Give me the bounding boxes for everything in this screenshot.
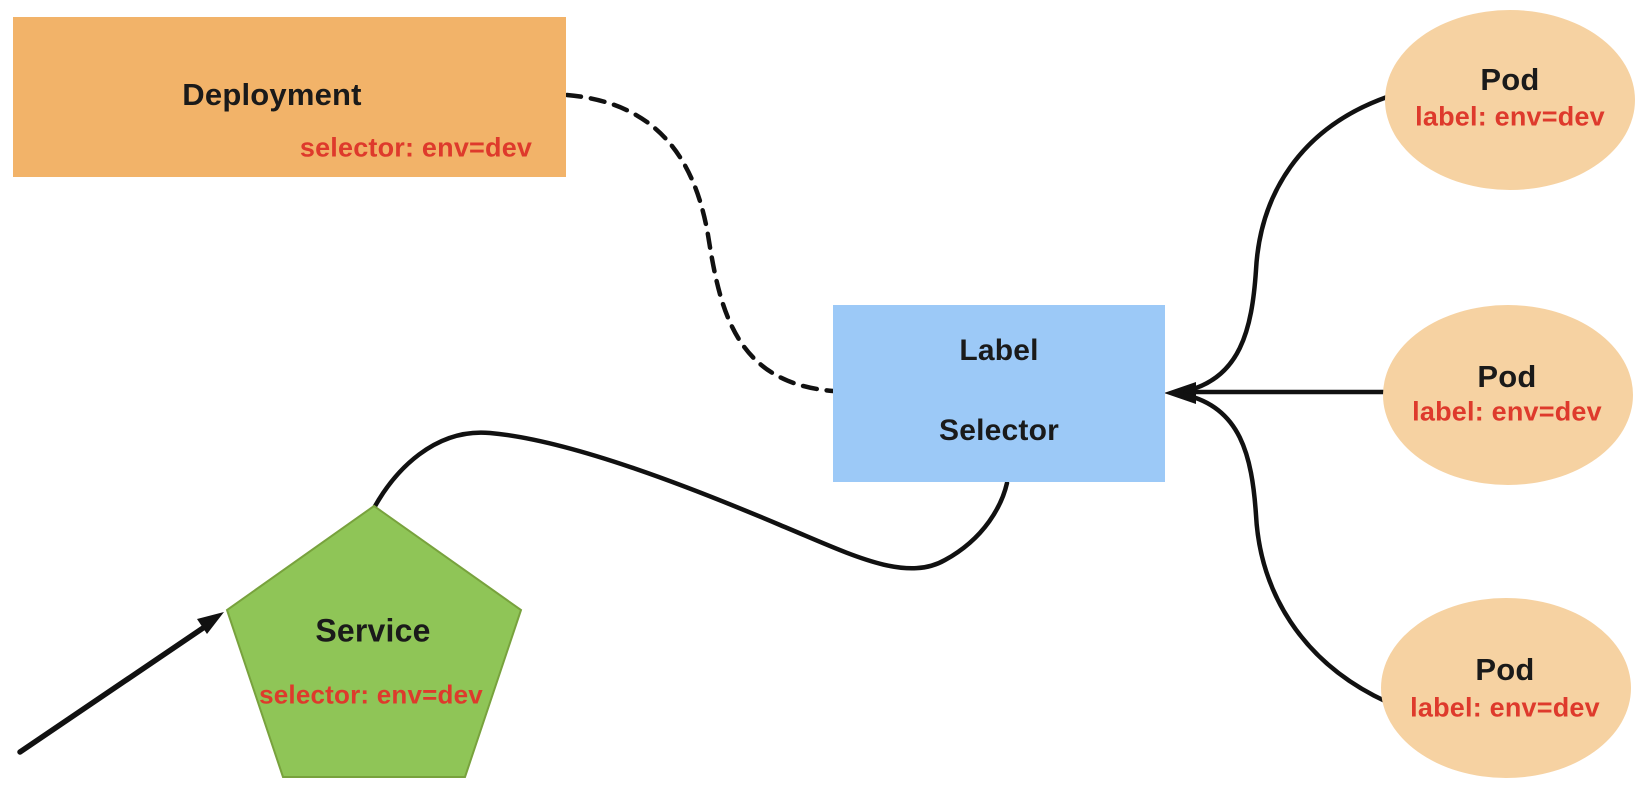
- solid-link-service-to-selector: [371, 430, 1010, 571]
- service-pentagon-shape: [225, 504, 523, 778]
- incoming-arrow-line: [17, 623, 209, 755]
- label-selector-title-line2: Selector: [939, 414, 1059, 447]
- deployment-title: Deployment: [182, 77, 362, 112]
- pod-1-label: label: env=dev: [1415, 101, 1605, 132]
- service-selector-label: selector: env=dev: [259, 679, 483, 710]
- pod-3-title: Pod: [1475, 652, 1535, 687]
- label-selector-title-line1: Label: [959, 334, 1039, 367]
- pod-node-1: [1385, 10, 1635, 190]
- selector-arrowhead-icon: [1164, 382, 1196, 404]
- incoming-arrow-head-icon: [197, 612, 224, 634]
- dashed-link-deployment-to-selector: [564, 92, 836, 394]
- link-selector-to-pod-top: [1183, 94, 1390, 394]
- deployment-selector-label: selector: env=dev: [299, 132, 533, 163]
- pod-node-2: [1383, 305, 1633, 485]
- pod-2-title: Pod: [1477, 359, 1537, 394]
- pod-3-label: label: env=dev: [1410, 692, 1600, 723]
- service-node: [225, 504, 523, 778]
- pod-1-title: Pod: [1480, 62, 1540, 97]
- pod-2-label: label: env=dev: [1412, 396, 1602, 427]
- link-selector-to-pod-bottom: [1183, 392, 1390, 705]
- label-selector-node: [833, 305, 1165, 482]
- deployment-node: [13, 17, 566, 177]
- pod-node-3: [1381, 598, 1631, 778]
- service-title: Service: [315, 612, 431, 649]
